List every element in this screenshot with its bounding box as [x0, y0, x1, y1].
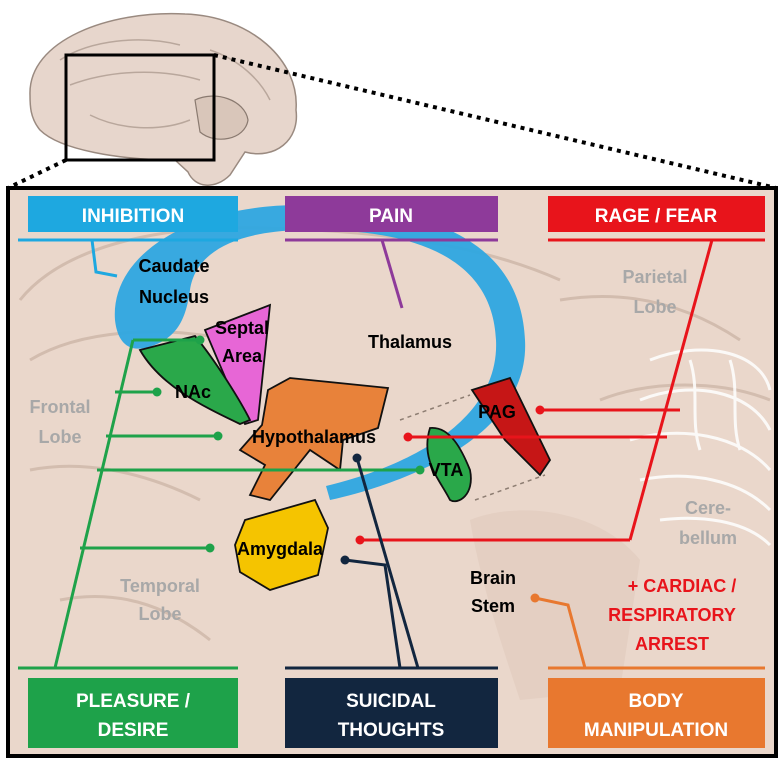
label-nac: NAc	[175, 382, 211, 402]
category-suicidal-thoughts[interactable]: SUICIDAL THOUGHTS	[285, 678, 498, 748]
body-dot	[530, 593, 540, 603]
category-rage-fear-label: RAGE / FEAR	[595, 206, 718, 227]
category-rage-fear[interactable]: RAGE / FEAR	[548, 196, 765, 232]
category-body-manipulation[interactable]: BODY MANIPULATION	[548, 678, 765, 748]
label-temporal-line2: Lobe	[139, 604, 182, 624]
label-cerebellum-line2: bellum	[679, 528, 737, 548]
zoom-region-box	[64, 53, 216, 162]
category-pain-label: PAIN	[369, 206, 413, 227]
category-suicidal-label-line1: SUICIDAL	[346, 691, 436, 712]
amygdala-shape[interactable]	[234, 498, 329, 591]
category-pain[interactable]: PAIN	[285, 196, 498, 232]
label-parietal-line1: Parietal	[622, 267, 687, 287]
category-suicidal-label-line2: THOUGHTS	[338, 720, 445, 741]
pleasure-dots	[152, 335, 425, 553]
annotation-line3: ARREST	[635, 634, 709, 654]
thumbnail-gyri	[59, 39, 271, 129]
brainstem-shape	[470, 510, 640, 700]
pleasure-connectors	[18, 338, 420, 670]
label-parietal-line2: Lobe	[634, 297, 677, 317]
pag-shape[interactable]	[470, 376, 552, 477]
nac-shape[interactable]	[138, 334, 252, 425]
inhibition-connectors	[18, 238, 238, 278]
label-thalamus: Thalamus	[368, 332, 452, 352]
label-temporal-line1: Temporal	[120, 576, 200, 596]
label-brain-stem-line1: Brain	[470, 568, 516, 588]
label-brain-stem-line2: Stem	[471, 596, 515, 616]
label-caudate-line2: Nucleus	[139, 287, 209, 307]
label-septal-line2: Area	[222, 346, 263, 366]
zoom-line-right	[213, 53, 777, 190]
category-pleasure-label-line2: DESIRE	[98, 720, 169, 741]
thumbnail-brain-outline	[29, 12, 298, 186]
vta-shape[interactable]	[426, 427, 472, 503]
category-pleasure-desire[interactable]: PLEASURE / DESIRE	[28, 678, 238, 748]
label-hypothalamus: Hypothalamus	[252, 427, 376, 447]
label-caudate-line1: Caudate	[138, 256, 209, 276]
label-amygdala: Amygdala	[237, 539, 324, 559]
label-cerebellum-line1: Cere-	[685, 498, 731, 518]
rage-fear-dots	[355, 405, 545, 545]
label-frontal-line1: Frontal	[30, 397, 91, 417]
label-septal-line1: Septal	[215, 318, 269, 338]
category-pleasure-label-line1: PLEASURE /	[76, 691, 191, 712]
thumbnail-cerebellum	[194, 95, 249, 140]
suicidal-connectors	[285, 457, 498, 670]
zoomed-section: INHIBITION PAIN RAGE / FEAR PLEASURE / D…	[8, 188, 776, 756]
brain-thumbnail	[7, 12, 777, 190]
label-frontal-line2: Lobe	[39, 427, 82, 447]
label-pag: PAG	[478, 402, 516, 422]
cerebellum-folia	[629, 348, 772, 547]
rage-fear-connectors	[360, 238, 765, 542]
suicidal-dots	[340, 453, 362, 565]
category-body-label-line2: MANIPULATION	[584, 720, 728, 741]
category-body-label-line1: BODY	[629, 691, 684, 712]
category-inhibition-label: INHIBITION	[82, 206, 184, 227]
annotation-line2: RESPIRATORY	[608, 605, 736, 625]
zoom-line-left	[7, 158, 67, 190]
annotation-line1: + CARDIAC /	[628, 576, 737, 596]
zoom-frame-border	[6, 186, 778, 758]
pain-connectors	[285, 238, 498, 309]
label-vta: VTA	[429, 460, 464, 480]
body-connectors	[534, 596, 765, 670]
category-inhibition[interactable]: INHIBITION	[28, 196, 238, 232]
